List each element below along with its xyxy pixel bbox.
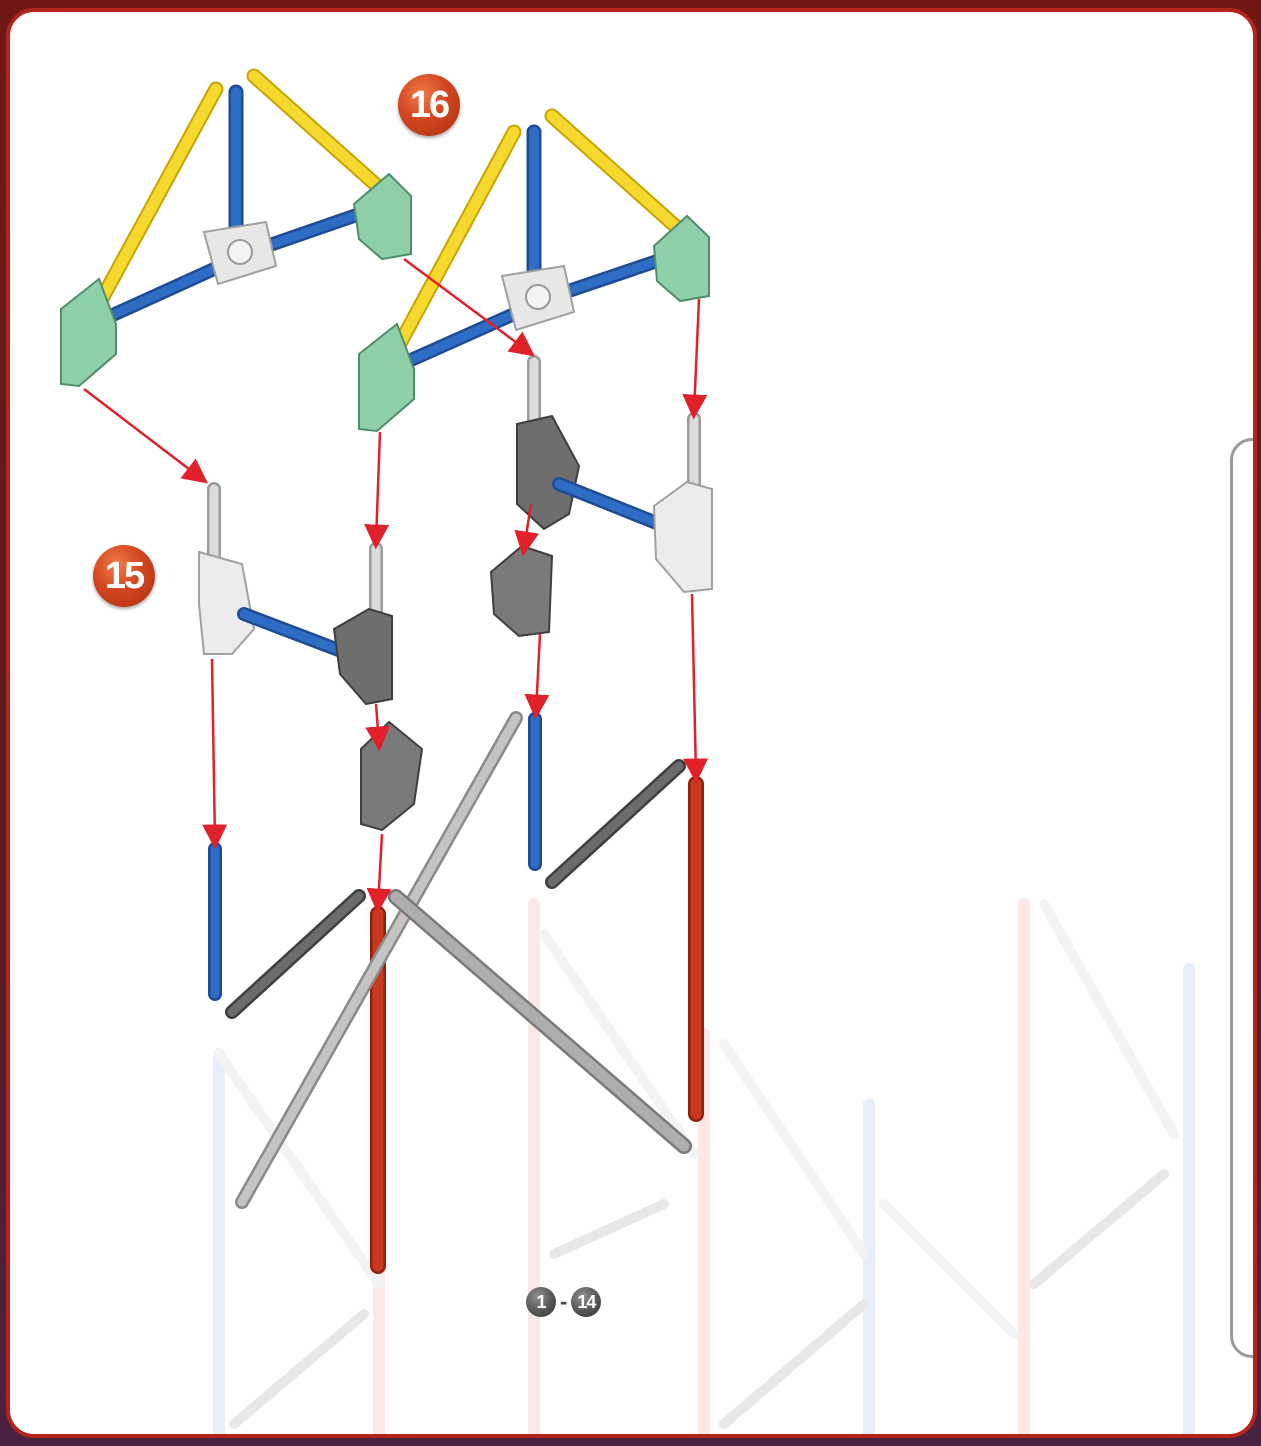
sub-assembly-left [199, 489, 684, 1266]
top-frame-left [61, 76, 411, 386]
step-range-indicator: 1 - 14 [526, 1286, 601, 1318]
side-preview-panel [1230, 438, 1257, 1358]
step-range-separator: - [560, 1289, 567, 1315]
step-range-end: 14 [571, 1287, 601, 1317]
assembly-illustration [10, 12, 1257, 1438]
instruction-panel [6, 8, 1257, 1438]
step-number-badge: 15 [93, 545, 155, 607]
step-number-badge: 16 [398, 74, 460, 136]
step-range-start: 1 [526, 1287, 556, 1317]
